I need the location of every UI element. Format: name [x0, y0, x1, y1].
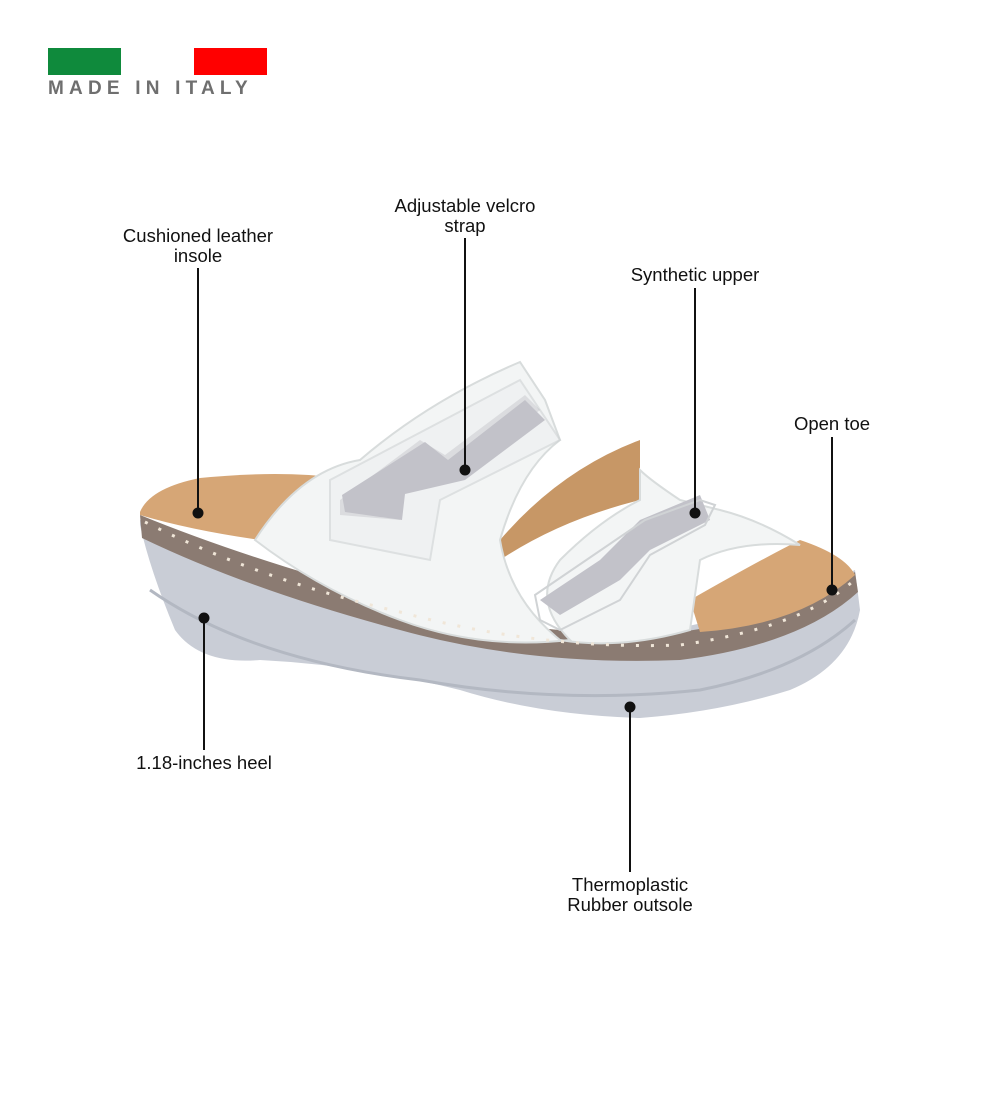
- callout-insole: Cushioned leather insole: [123, 226, 273, 266]
- callout-heel: 1.18-inches heel: [136, 752, 272, 773]
- upper: [253, 360, 801, 645]
- callout-line: Adjustable velcro: [394, 195, 536, 216]
- callout-line: Thermoplastic: [571, 874, 689, 895]
- insole: [140, 474, 340, 540]
- callout-toe: Open toe: [793, 413, 871, 434]
- callout-outsole: Thermoplastic Rubber outsole: [567, 875, 692, 915]
- italian-flag: [48, 48, 267, 75]
- callout-line: insole: [173, 245, 223, 266]
- callout-strap: Adjustable velcro strap: [395, 196, 536, 236]
- callout-line: Rubber outsole: [567, 894, 693, 915]
- callout-line: strap: [444, 215, 486, 236]
- made-in-italy-text: MADE IN ITALY: [48, 78, 253, 99]
- callout-upper: Synthetic upper: [630, 264, 760, 285]
- front-strap: [540, 495, 710, 615]
- callout-line: Cushioned leather: [122, 225, 274, 246]
- outsole: [140, 520, 860, 718]
